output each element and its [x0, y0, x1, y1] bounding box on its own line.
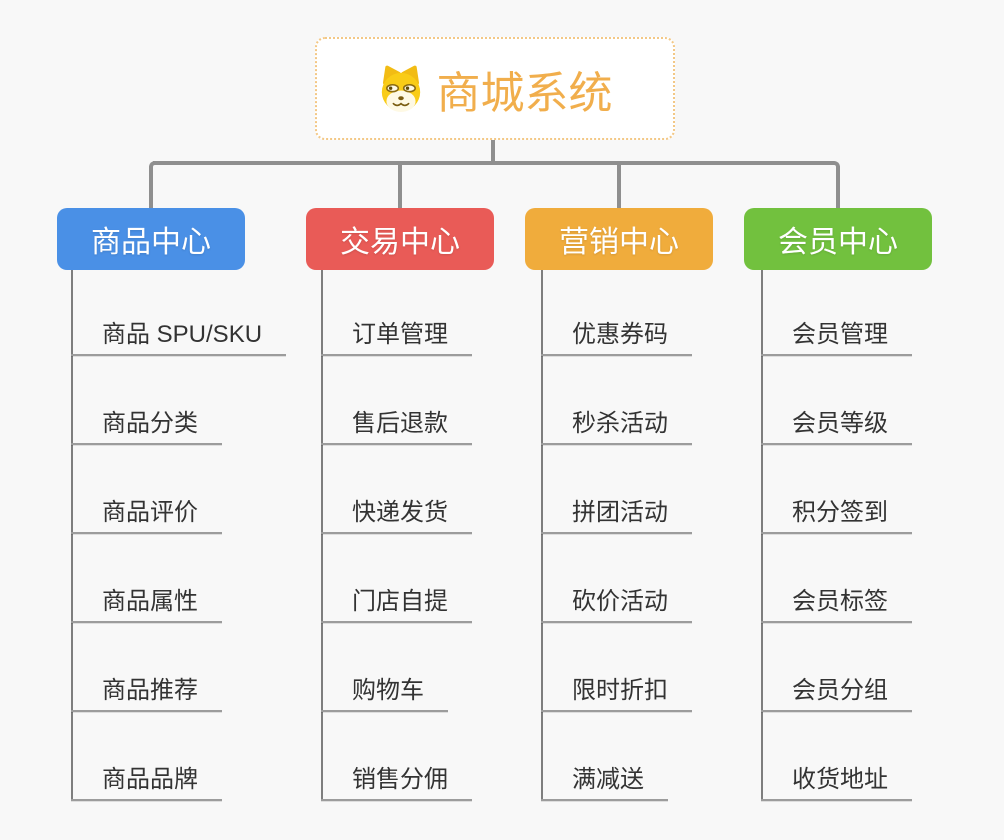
leaf-label: 商品评价 — [102, 499, 198, 526]
leaf-item-marketing-center-5[interactable]: 满减送 — [541, 761, 668, 801]
leaf-item-product-center-0[interactable]: 商品 SPU/SKU — [71, 316, 287, 356]
root-node-mall-system[interactable]: 商城系统 — [315, 37, 675, 140]
branch-label: 交易中心 — [340, 226, 460, 259]
branch-drop-connector — [617, 163, 621, 208]
leaf-item-member-center-2[interactable]: 积分签到 — [761, 494, 912, 534]
leaf-item-member-center-4[interactable]: 会员分组 — [761, 672, 912, 712]
leaf-item-member-center-0[interactable]: 会员管理 — [761, 316, 912, 356]
leaf-label: 会员标签 — [792, 588, 888, 615]
leaf-label: 收货地址 — [792, 766, 888, 793]
leaf-item-trade-center-1[interactable]: 售后退款 — [321, 405, 472, 445]
bus-right-corner-connector — [717, 161, 840, 208]
branch-column-line — [71, 270, 73, 800]
leaf-label: 会员管理 — [792, 321, 888, 348]
leaf-item-product-center-1[interactable]: 商品分类 — [71, 405, 222, 445]
leaf-label: 订单管理 — [352, 321, 448, 348]
leaf-label: 快递发货 — [352, 499, 448, 526]
branch-node-member-center[interactable]: 会员中心 — [744, 208, 932, 270]
leaf-label: 秒杀活动 — [572, 410, 668, 437]
leaf-item-member-center-3[interactable]: 会员标签 — [761, 583, 912, 623]
root-stem-connector — [491, 139, 495, 163]
leaf-label: 售后退款 — [352, 410, 448, 437]
leaf-label: 拼团活动 — [572, 499, 668, 526]
leaf-label: 会员分组 — [792, 677, 888, 704]
leaf-item-trade-center-3[interactable]: 门店自提 — [321, 583, 472, 623]
leaf-label: 商品分类 — [102, 410, 198, 437]
leaf-label: 商品 SPU/SKU — [102, 321, 263, 348]
root-node-label: 商城系统 — [436, 68, 613, 118]
leaf-item-trade-center-2[interactable]: 快递发货 — [321, 494, 472, 534]
branch-column-line — [541, 270, 543, 800]
leaf-item-marketing-center-1[interactable]: 秒杀活动 — [541, 405, 692, 445]
leaf-item-product-center-5[interactable]: 商品品牌 — [71, 761, 222, 801]
leaf-item-trade-center-0[interactable]: 订单管理 — [321, 316, 472, 356]
leaf-label: 砍价活动 — [572, 588, 668, 615]
branch-column-line — [761, 270, 763, 800]
branch-column-line — [321, 270, 323, 800]
leaf-label: 门店自提 — [352, 588, 448, 615]
leaf-item-marketing-center-4[interactable]: 限时折扣 — [541, 672, 692, 712]
leaf-item-marketing-center-0[interactable]: 优惠券码 — [541, 316, 692, 356]
leaf-item-marketing-center-3[interactable]: 砍价活动 — [541, 583, 692, 623]
leaf-label: 满减送 — [572, 766, 644, 793]
leaf-label: 购物车 — [352, 677, 424, 704]
leaf-item-member-center-5[interactable]: 收货地址 — [761, 761, 912, 801]
leaf-label: 优惠券码 — [572, 321, 668, 348]
branch-label: 商品中心 — [91, 226, 211, 259]
leaf-label: 商品品牌 — [102, 766, 198, 793]
leaf-label: 限时折扣 — [572, 677, 668, 704]
branch-label: 营销中心 — [559, 226, 679, 259]
branch-label: 会员中心 — [778, 226, 898, 259]
leaf-label: 积分签到 — [792, 499, 888, 526]
bus-left-corner-connector — [149, 161, 279, 208]
branch-drop-connector — [398, 163, 402, 208]
leaf-item-marketing-center-2[interactable]: 拼团活动 — [541, 494, 692, 534]
leaf-item-product-center-3[interactable]: 商品属性 — [71, 583, 222, 623]
branch-node-trade-center[interactable]: 交易中心 — [306, 208, 494, 270]
bus-connector — [153, 161, 723, 165]
shiba-dog-icon — [381, 65, 420, 112]
leaf-label: 商品推荐 — [102, 677, 198, 704]
branch-node-marketing-center[interactable]: 营销中心 — [525, 208, 713, 270]
leaf-label: 会员等级 — [792, 410, 888, 437]
leaf-item-product-center-4[interactable]: 商品推荐 — [71, 672, 222, 712]
leaf-label: 商品属性 — [102, 588, 198, 615]
leaf-item-trade-center-4[interactable]: 购物车 — [321, 672, 448, 712]
leaf-label: 销售分佣 — [352, 766, 448, 793]
branch-node-product-center[interactable]: 商品中心 — [57, 208, 245, 270]
leaf-item-trade-center-5[interactable]: 销售分佣 — [321, 761, 472, 801]
leaf-item-member-center-1[interactable]: 会员等级 — [761, 405, 912, 445]
leaf-item-product-center-2[interactable]: 商品评价 — [71, 494, 222, 534]
